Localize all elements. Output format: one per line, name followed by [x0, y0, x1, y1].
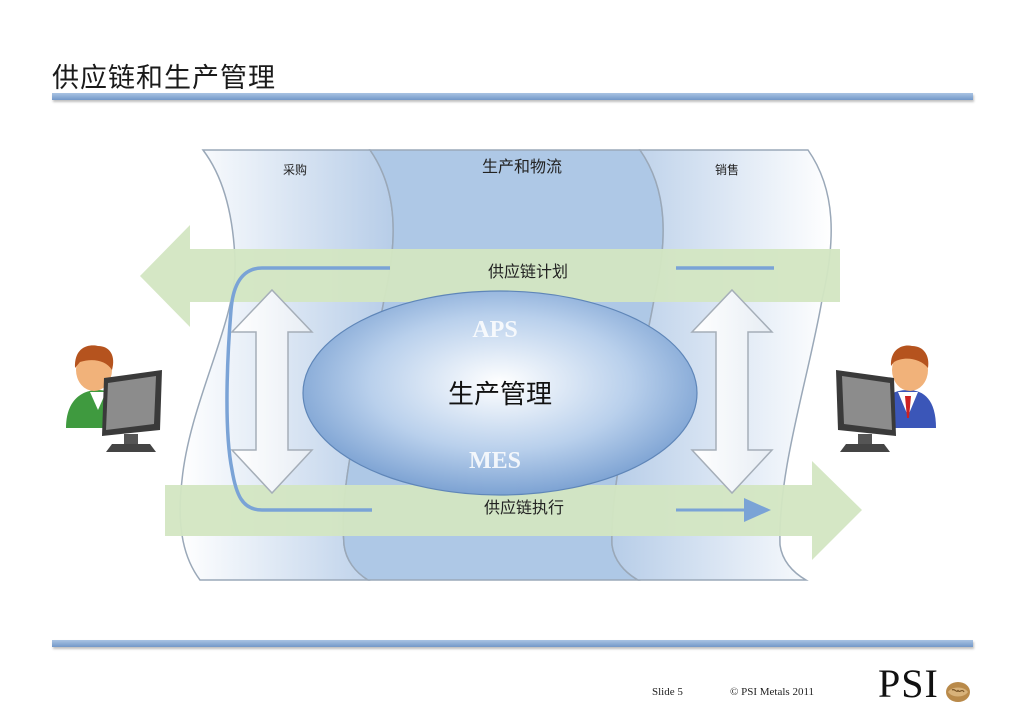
- mes-label: MES: [469, 448, 521, 474]
- left-double-arrow: [230, 288, 314, 495]
- customer-user-icon: [836, 345, 936, 452]
- column-label-procurement: 采购: [283, 162, 307, 177]
- aps-label: APS: [472, 317, 517, 343]
- feedback-loop-line: [225, 266, 390, 512]
- execution-band-label: 供应链执行: [484, 498, 564, 517]
- psi-logo-text: PSI: [878, 661, 939, 706]
- planning-band-arrow: [140, 225, 840, 327]
- production-management-ellipse: [302, 290, 698, 496]
- production-management-label: 生产管理: [448, 380, 552, 410]
- column-label-production: 生产和物流: [482, 157, 562, 176]
- slide-title: 供应链和生产管理: [52, 63, 276, 94]
- supplier-user-icon: [66, 345, 162, 452]
- right-double-arrow: [690, 288, 774, 495]
- copyright-text: © PSI Metals 2011: [730, 686, 815, 698]
- top-rule: [52, 93, 973, 100]
- walnut-logo-icon: [946, 682, 970, 702]
- bottom-rule: [52, 640, 973, 647]
- execution-band-arrow: [165, 461, 862, 560]
- slide-number: Slide 5: [652, 686, 683, 698]
- planning-band-label: 供应链计划: [488, 262, 568, 281]
- column-label-sales: 销售: [715, 162, 739, 177]
